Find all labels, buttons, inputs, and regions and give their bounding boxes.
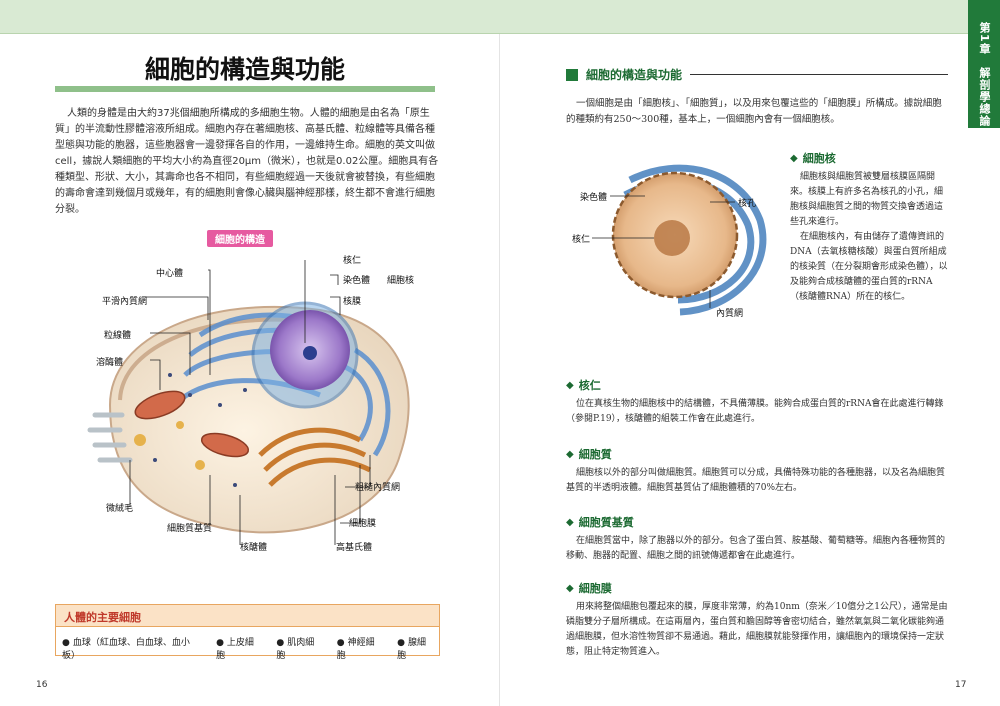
fig-label-nuclear-pore: 核孔 <box>738 199 757 209</box>
fig-label-nucleolus: 核仁 <box>572 235 591 245</box>
main-cells-box: 人體的主要細胞 血球（紅血球、白血球、血小板） 上皮細胞 肌肉細胞 神經細胞 腺… <box>55 604 440 661</box>
label-nuclear-membrane: 核膜 <box>343 297 362 307</box>
nucleus-illustration <box>592 164 767 316</box>
nucleolus <box>303 346 317 360</box>
label-cell-membrane: 細胞膜 <box>349 519 377 529</box>
leader-lines <box>129 260 371 545</box>
section-heading: 細胞的構造與功能 <box>566 66 948 83</box>
right-intro-paragraph: 一個細胞是由「細胞核」、「細胞質」，以及用來包覆這些的「細胞膜」所構成。據說細胞… <box>566 98 942 125</box>
subhead-title: 細胞膜 <box>578 582 612 595</box>
title-underline <box>55 86 435 92</box>
top-band <box>0 0 968 34</box>
page-number-right: 17 <box>955 680 967 690</box>
nucleolus-core <box>654 220 690 256</box>
diamond-bullet-icon: ◆ <box>566 379 574 391</box>
page-title: 細胞的構造與功能 <box>144 55 345 84</box>
chapter-title: 解剖學總論 <box>978 66 991 127</box>
cell-membrane-text: 用來將整個細胞包覆起來的膜，厚度非常薄，約為10nm（奈米／10億分之1公尺），… <box>566 600 950 660</box>
diamond-bullet-icon: ◆ <box>566 516 574 528</box>
subhead-cell-membrane: ◆ 細胞膜 <box>566 580 612 596</box>
cytoplasm-matrix-text: 在細胞質當中，除了胞器以外的部分。包含了蛋白質、胺基酸、葡萄糖等。細胞內各種物質… <box>566 534 950 564</box>
ribosomes <box>153 373 247 487</box>
label-centrosome: 中心體 <box>156 269 184 279</box>
cell-type-item: 神經細胞 <box>337 635 381 661</box>
diamond-bullet-icon: ◆ <box>566 582 574 594</box>
label-cytoplasm-matrix: 細胞質基質 <box>167 524 213 534</box>
section-title: 細胞的構造與功能 <box>586 68 683 82</box>
main-cells-list: 血球（紅血球、白血球、血小板） 上皮細胞 肌肉細胞 神經細胞 腺細胞 <box>56 627 439 669</box>
cytoplasm-text: 細胞核以外的部分叫做細胞質。細胞質可以分成，具備特殊功能的各種胞器，以及名為細胞… <box>566 466 950 496</box>
subhead-title: 核仁 <box>578 379 601 392</box>
subhead-cytoplasm-matrix: ◆ 細胞質基質 <box>566 514 634 530</box>
chapter-number: 第1章 <box>978 22 991 55</box>
microvilli <box>87 412 133 463</box>
page-gutter <box>499 34 500 706</box>
cell-type-item: 血球（紅血球、白血球、血小板） <box>62 635 200 661</box>
cell-type-item: 肌肉細胞 <box>276 635 320 661</box>
subhead-title: 細胞質基質 <box>578 516 634 529</box>
fig-label-chromosome: 染色體 <box>580 193 608 203</box>
page-number-left: 16 <box>36 680 48 690</box>
mitochondria <box>134 390 250 458</box>
subhead-title: 細胞核 <box>802 152 836 165</box>
paragraph: 在細胞核內，有由儲存了遺傳資訊的DNA（去氧核糖核酸）與蛋白質所組成的核染質（在… <box>790 232 948 302</box>
label-mitochondria: 粒線體 <box>104 331 132 341</box>
square-bullet-icon <box>566 68 578 81</box>
paragraph: 用來將整個細胞包覆起來的膜，厚度非常薄，約為10nm（奈米／10億分之1公尺），… <box>566 602 948 657</box>
label-golgi: 高基氏體 <box>336 543 373 553</box>
fig-label-er: 內質網 <box>716 309 744 319</box>
subhead-title: 細胞質 <box>578 448 612 461</box>
paragraph: 在細胞質當中，除了胞器以外的部分。包含了蛋白質、胺基酸、葡萄糖等。細胞內各種物質… <box>566 536 946 561</box>
cell-structure-illustration <box>87 260 410 545</box>
label-chromosome: 染色體 <box>343 276 371 286</box>
fig-leader-lines <box>592 195 735 308</box>
paragraph: 位在真核生物的細胞核中的結構體，不具備薄膜。能夠合成蛋白質的rRNA會在此處進行… <box>566 399 944 424</box>
diamond-bullet-icon: ◆ <box>790 152 798 164</box>
subhead-cytoplasm: ◆ 細胞質 <box>566 446 612 462</box>
label-nucleolus: 核仁 <box>343 256 362 266</box>
paragraph: 細胞核與細胞質被雙層核膜區隔開來。核膜上有許多名為核孔的小孔，細胞核與細胞質之間… <box>790 172 944 227</box>
heading-rule <box>690 74 948 75</box>
subhead-nucleolus: ◆ 核仁 <box>566 377 601 393</box>
label-lysosome: 溶酶體 <box>96 358 124 368</box>
lysosomes <box>134 421 205 470</box>
chapter-tab: 第1章 解剖學總論 <box>968 0 1000 128</box>
main-cells-title: 人體的主要細胞 <box>56 605 439 627</box>
label-microvilli: 微絨毛 <box>106 504 134 514</box>
paragraph: 細胞核以外的部分叫做細胞質。細胞質可以分成，具備特殊功能的各種胞器，以及名為細胞… <box>566 468 946 493</box>
label-ribosome: 核醣體 <box>240 543 268 553</box>
cell-type-item: 腺細胞 <box>397 635 433 661</box>
left-intro-paragraph: 人類的身體是由大約37兆個細胞所構成的多細胞生物。人體的細胞是由名為「原生質」的… <box>55 108 439 215</box>
diagram-label: 細胞的構造 <box>207 230 273 247</box>
cell-type-item: 上皮細胞 <box>216 635 260 661</box>
subhead-nucleus: ◆ 細胞核 <box>790 150 836 166</box>
label-nucleus: 細胞核 <box>387 276 415 286</box>
chapter-tab-text: 第1章 解剖學總論 <box>976 22 992 127</box>
label-rough-er: 粗糙內質網 <box>355 483 401 493</box>
label-smooth-er: 平滑內質網 <box>102 297 148 307</box>
nucleus-text: 細胞核與細胞質被雙層核膜區隔開來。核膜上有許多名為核孔的小孔，細胞核與細胞質之間… <box>790 170 950 305</box>
nucleolus-text: 位在真核生物的細胞核中的結構體，不具備薄膜。能夠合成蛋白質的rRNA會在此處進行… <box>566 397 950 427</box>
diamond-bullet-icon: ◆ <box>566 448 574 460</box>
